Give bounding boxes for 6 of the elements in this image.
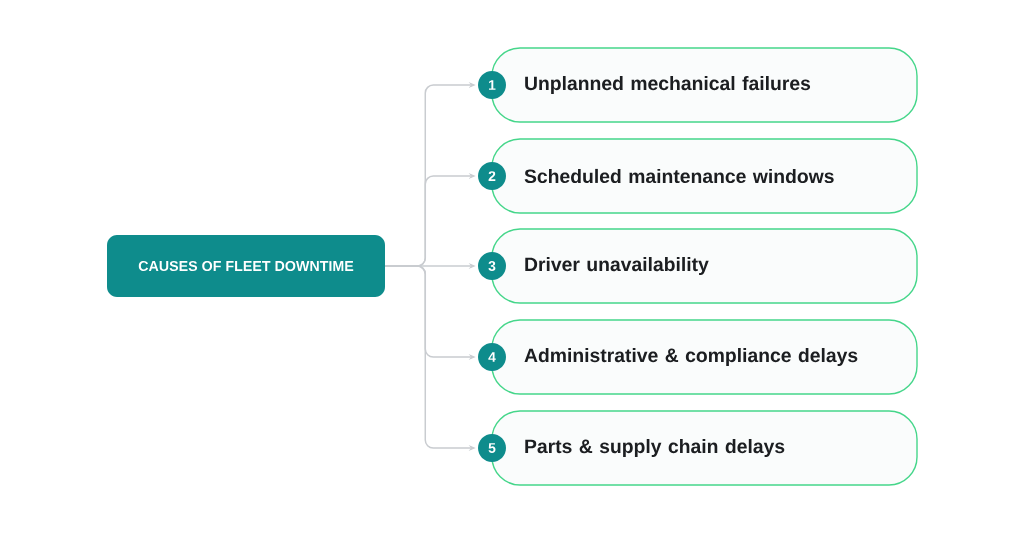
topic-box: CAUSES OF FLEET DOWNTIME bbox=[107, 235, 385, 297]
number-badge: 4 bbox=[478, 343, 506, 371]
number-badge: 3 bbox=[478, 252, 506, 280]
number-badge: 5 bbox=[478, 434, 506, 462]
number-badge: 2 bbox=[478, 162, 506, 190]
number-badge: 1 bbox=[478, 71, 506, 99]
